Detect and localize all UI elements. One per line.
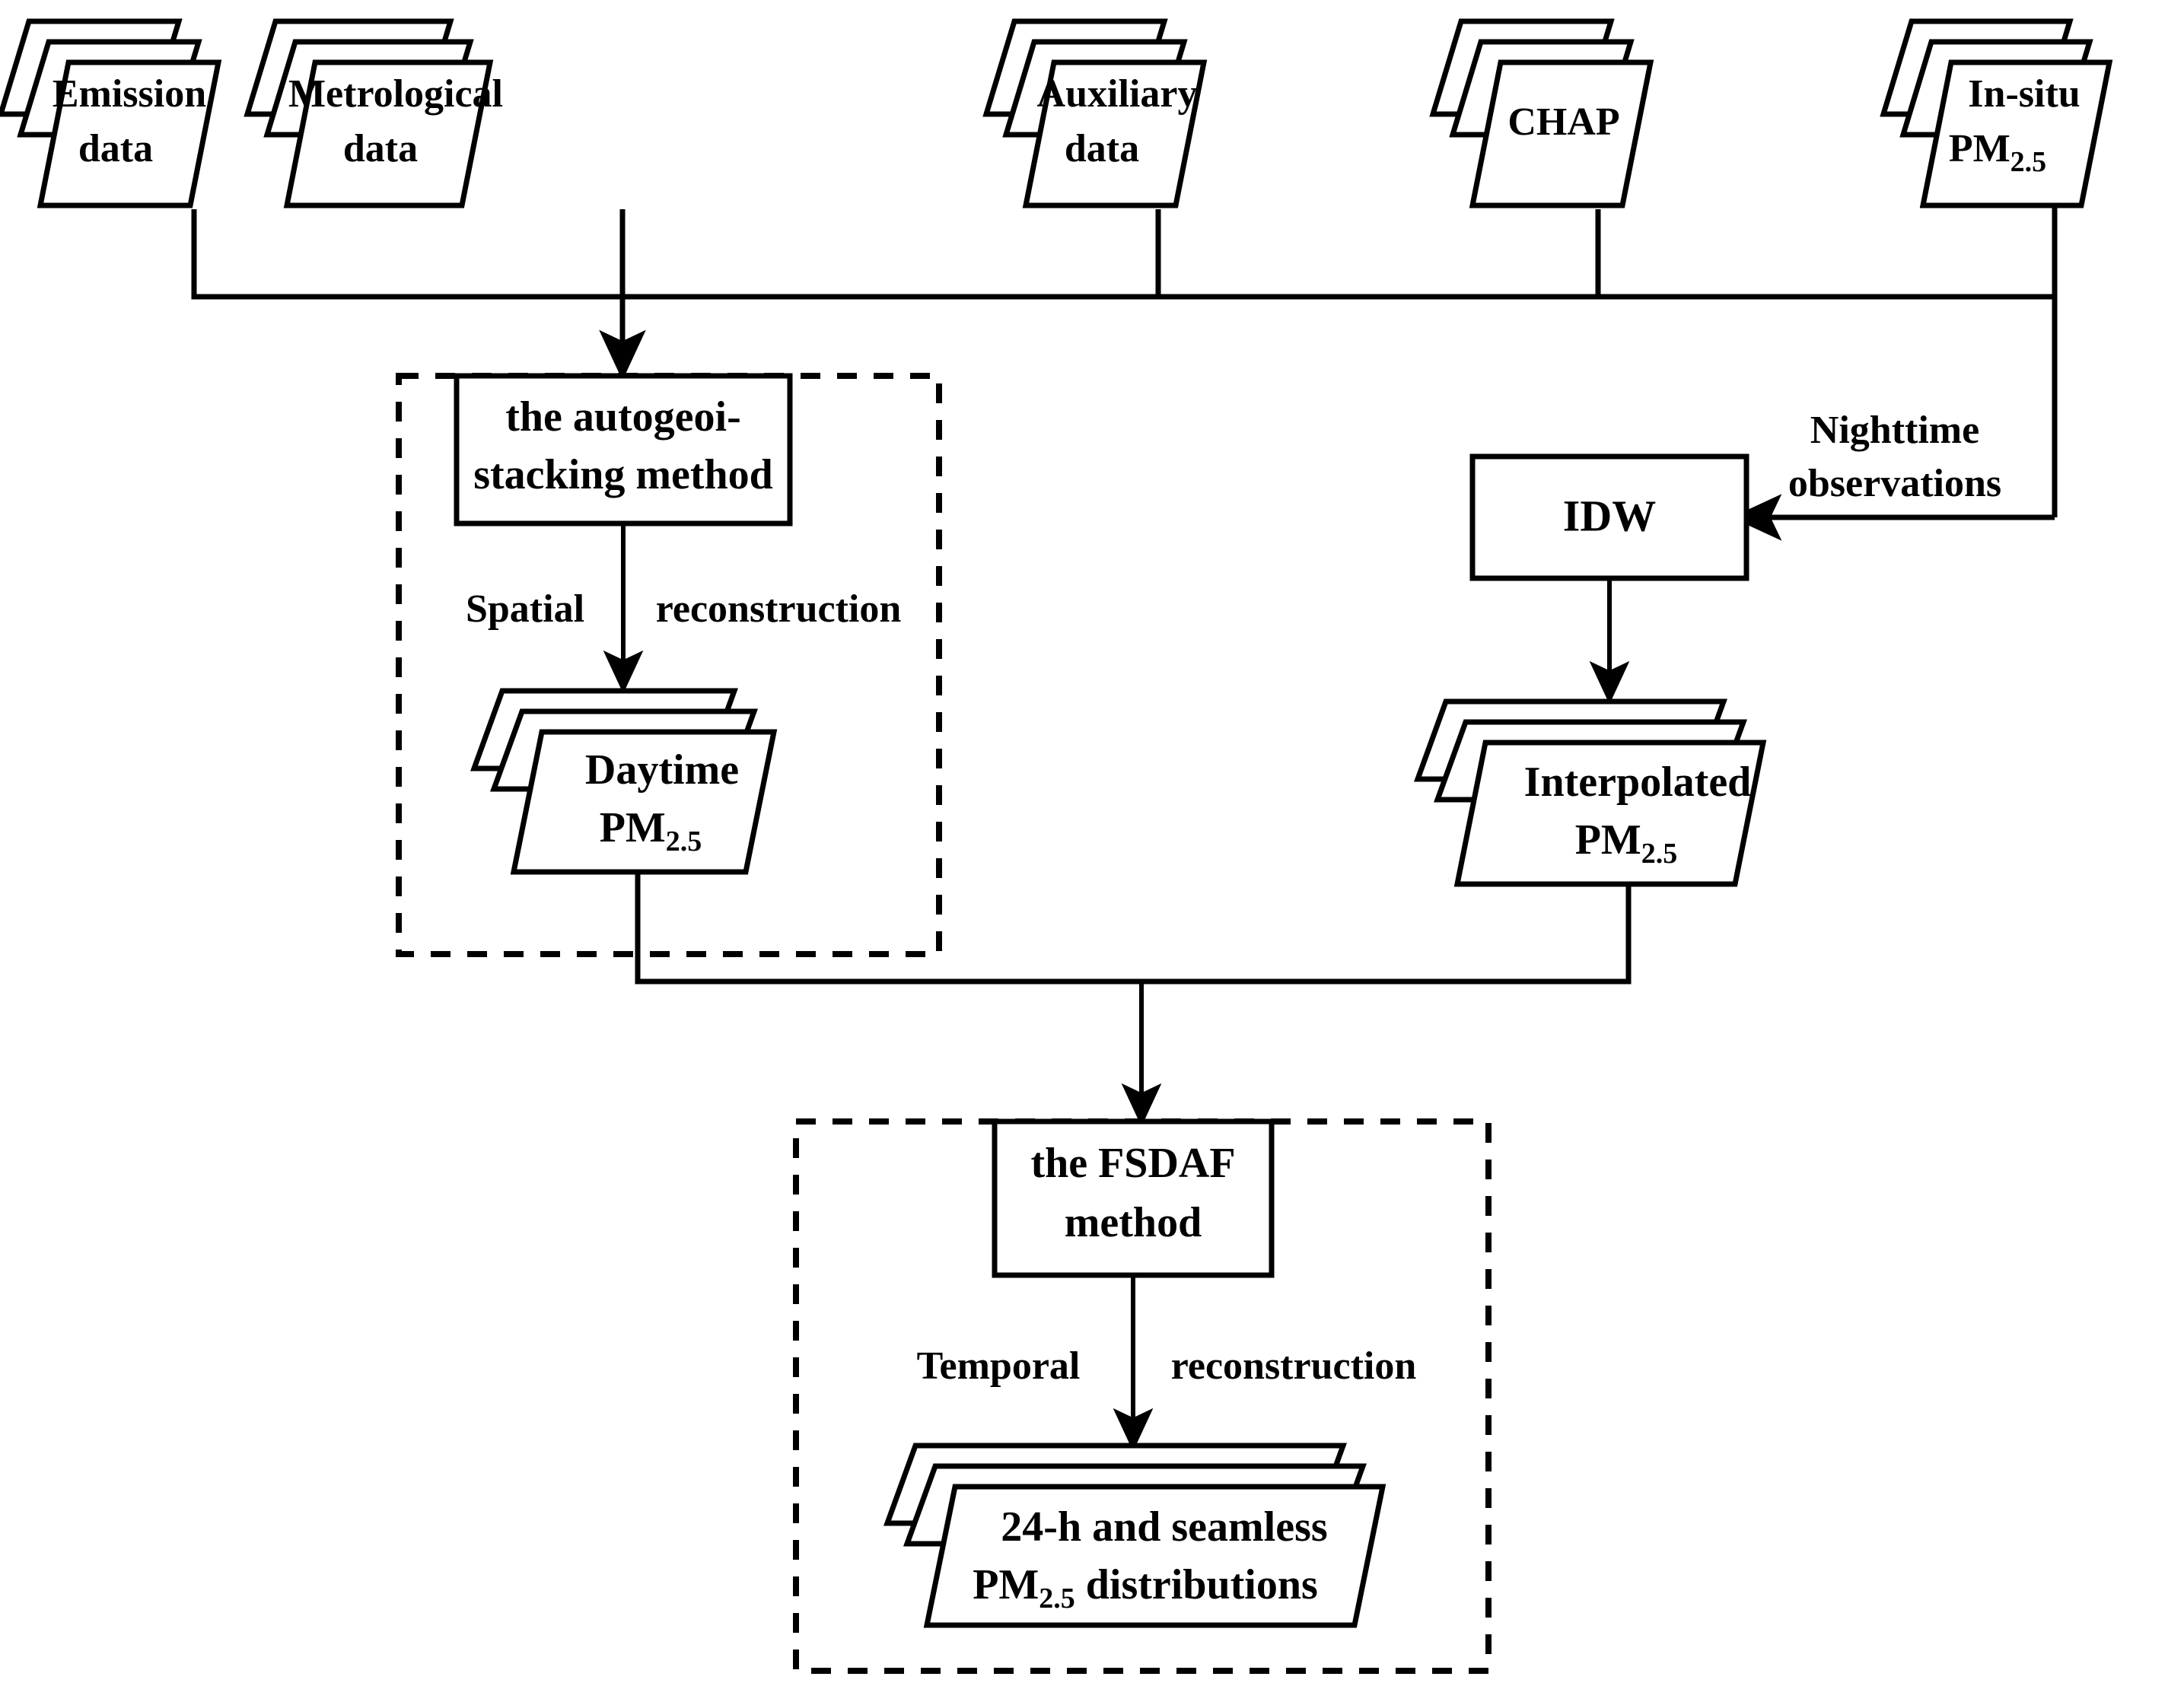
process-node-idw[interactable]: IDW [1469, 453, 1749, 581]
edge-label-spatial-left: Spatial [466, 587, 584, 631]
process-node-autogeoi[interactable]: the autogeoi- stacking method [454, 373, 793, 527]
product-label-line2: PM2.5 distributions [973, 1561, 1318, 1615]
process-box [992, 1118, 1275, 1278]
edge-label-temporal-right: reconstruction [1171, 1344, 1417, 1388]
product-label-line1: Interpolated [1524, 759, 1752, 806]
source-label-line1: Metrological [288, 72, 503, 116]
source-node-auxiliary[interactable]: Auxiliary data [982, 18, 1208, 208]
process-label-line1: IDW [1563, 491, 1656, 540]
product-label-line1: Daytime [585, 746, 739, 794]
stack-sheet-front [923, 1484, 1386, 1628]
source-label-line1: In-situ [1968, 72, 2080, 116]
source-node-insitu[interactable]: In-situ PM2.5 [1880, 18, 2113, 208]
product-label-line1: 24-h and seamless [1001, 1503, 1327, 1551]
source-bus-left [191, 209, 2055, 300]
stack-sheet-front [510, 729, 778, 875]
product-node-output[interactable]: 24-h and seamless PM2.5 distributions [883, 1443, 1386, 1628]
stack-sheet-front [1022, 59, 1208, 208]
source-node-emission[interactable]: Emission data [0, 18, 222, 208]
stack-sheet-front [1919, 59, 2113, 208]
source-label-line2: PM2.5 [1949, 127, 2046, 178]
source-node-metrological[interactable]: Metrological data [244, 18, 503, 208]
stack-sheet-front [283, 59, 494, 208]
process-label-line1: the FSDAF [1030, 1140, 1235, 1187]
source-label-line2: data [1065, 127, 1139, 170]
process-label-line1: the autogeoi- [505, 393, 741, 441]
edge-label-spatial-right: reconstruction [656, 587, 902, 631]
product-node-interpolated[interactable]: Interpolated PM2.5 [1414, 698, 1767, 887]
product-label-line2: PM2.5 [600, 804, 702, 857]
source-node-chap[interactable]: CHAP [1429, 18, 1654, 208]
source-label-line1: Emission [53, 72, 206, 116]
edge-label-temporal-left: Temporal [917, 1344, 1081, 1388]
edge-label-nighttime-line1: Nighttime [1810, 409, 1979, 452]
merge-bus [635, 872, 1632, 985]
process-label-line2: stacking method [473, 451, 773, 498]
product-node-daytime[interactable]: Daytime PM2.5 [470, 688, 778, 875]
edge-label-nighttime-line2: observations [1788, 462, 2001, 505]
source-label-line2: data [78, 127, 153, 170]
source-label-line1: CHAP [1507, 100, 1619, 144]
process-label-line2: method [1065, 1199, 1202, 1246]
stack-sheet-front [1453, 740, 1767, 887]
source-label-line1: Auxiliary [1037, 72, 1198, 116]
stack-sheet-front [37, 59, 222, 208]
source-label-line2: data [343, 127, 418, 170]
process-node-fsdaf[interactable]: the FSDAF method [992, 1118, 1275, 1278]
stack-sheet-front [1469, 59, 1654, 208]
product-label-line2: PM2.5 [1575, 816, 1678, 870]
